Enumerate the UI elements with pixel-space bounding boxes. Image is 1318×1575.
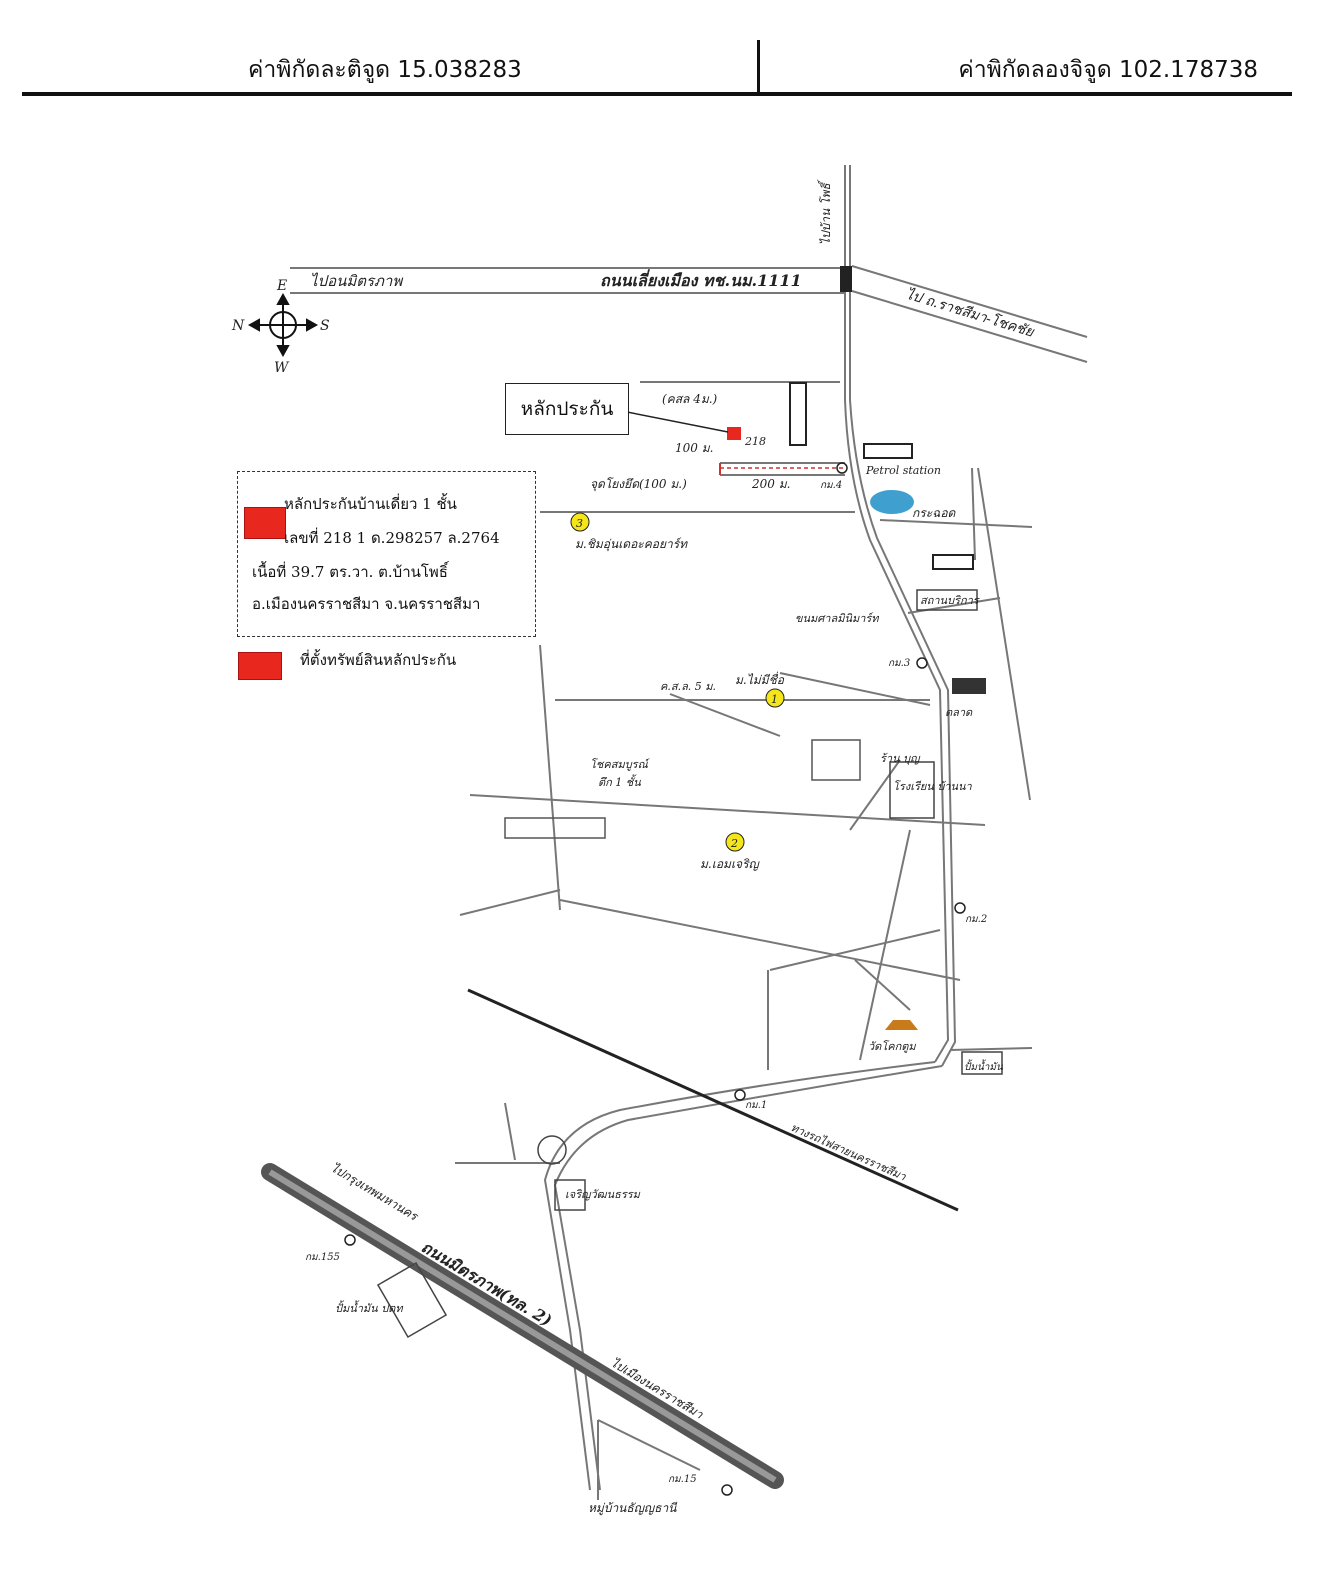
svg-text:2: 2	[730, 837, 738, 850]
label-pond: กระฉอด	[912, 506, 957, 520]
label-to-bantai: ไปบ้าน โพธิ์	[817, 179, 833, 245]
coordinates-header: ค่าพิกัดละติจูด 15.038283 ค่าพิกัดลองจิจ…	[0, 40, 1318, 96]
village-marker-3-top: 3	[570, 512, 590, 532]
legend-box: หลักประกันบ้านเดี่ยว 1 ชั้น เลขที่ 218 1…	[237, 471, 536, 637]
label-soi-5m: ค.ส.ล. 5 ม.	[660, 680, 716, 693]
building-icon	[811, 739, 861, 781]
label-village1: ม.ไม่มีชื่อ	[735, 671, 785, 687]
label-junction: เจริญวัฒนธรรม	[565, 1188, 641, 1201]
latitude-label: ค่าพิกัดละติจูด 15.038283	[248, 57, 522, 83]
gas-station-icon	[961, 1051, 1003, 1075]
compass-north: N	[231, 318, 245, 334]
svg-text:1: 1	[771, 693, 778, 706]
collateral-callout: หลักประกัน	[505, 383, 629, 435]
label-village-end: หมู่บ้านธัญญธานี	[588, 1501, 678, 1516]
collateral-pointer	[626, 411, 729, 433]
building-icon	[504, 817, 606, 839]
km-markers	[344, 462, 966, 1496]
label-petrol: Petrol station	[865, 464, 941, 477]
label-temple: วัดโคกตูม	[868, 1040, 916, 1053]
market-icon	[952, 678, 986, 694]
pond-icon	[870, 490, 914, 514]
legend-line-1: หลักประกันบ้านเดี่ยว 1 ชั้น	[284, 495, 457, 513]
mittraphap-highway	[261, 1163, 784, 1489]
village-marker-2: 2	[725, 832, 745, 852]
building-icon	[932, 554, 974, 570]
label-school: โรงเรียน บ้านนา	[893, 780, 973, 793]
legend-line-3: เนื้อที่ 39.7 ตร.วา. ต.บ้านโพธิ์	[252, 563, 448, 581]
ptt-station-icon	[376, 1261, 448, 1339]
junction-building-icon	[554, 1179, 586, 1211]
label-dist-200: 200 ม.	[751, 477, 790, 491]
label-village3-top: ม.ชิมอุ่นเดอะคอยาร์ท	[575, 537, 688, 552]
label-km155: กม.155	[305, 1252, 340, 1263]
label-resort: โชคสมบูรณ์	[590, 758, 651, 771]
compass-west: W	[274, 360, 290, 376]
header-rule	[22, 92, 1292, 96]
label-km1: กม.1	[745, 1100, 767, 1111]
label-soi-4m: (คสล 4ม.)	[662, 392, 718, 406]
label-house-1f: ตึก 1 ชั้น	[598, 774, 641, 789]
compass-rose	[247, 292, 319, 358]
label-gas: ปั้มน้ำมัน	[964, 1059, 1004, 1073]
longitude-label: ค่าพิกัดลองจิจูด 102.178738	[958, 57, 1258, 83]
legend-line-2: เลขที่ 218 1 ด.298257 ล.2764	[284, 529, 500, 547]
label-km2: กม.2	[965, 914, 987, 925]
compass-south: S	[320, 318, 330, 334]
shop-icon	[916, 589, 978, 611]
label-km15: กม.15	[668, 1474, 697, 1485]
temple-icon	[885, 1020, 918, 1030]
roundabout-icon	[537, 1135, 567, 1165]
petrol-station-icon	[863, 443, 913, 459]
village-marker-1: 1	[765, 688, 785, 708]
legend-line-5: ที่ตั้งทรัพย์สินหลักประกัน	[300, 651, 457, 669]
label-market: ตลาด	[945, 706, 973, 719]
label-km3: กม.3	[888, 658, 910, 669]
road-network	[290, 165, 1088, 1500]
collateral-marker	[727, 427, 741, 440]
legend-swatch-collateral	[244, 507, 286, 539]
label-pt-gas: ปั้มน้ำมัน ปตท	[335, 1300, 403, 1315]
label-shop: สถานบริการ	[920, 594, 981, 607]
svg-text:3: 3	[576, 517, 583, 530]
traffic-light-icon	[840, 266, 852, 292]
building-icon	[789, 382, 807, 446]
school-icon	[889, 761, 935, 819]
label-bakery: ขนมศาลมินิมาร์ท	[795, 612, 879, 625]
compass-east: E	[276, 278, 287, 294]
label-junction-100: จุดโยงยึด(100 ม.)	[590, 477, 687, 492]
label-km4: กม.4	[820, 480, 842, 491]
label-dist-100: 100 ม.	[675, 441, 713, 455]
legend-swatch-location	[238, 652, 282, 680]
railway-line	[467, 988, 959, 1212]
legend-line-4: อ.เมืองนครราชสีมา จ.นครราชสีมา	[252, 595, 481, 613]
label-shop2: ร้าน บุญ	[880, 752, 921, 765]
label-railway: ทางรถไฟสายนครราชสีมา	[789, 1121, 909, 1184]
label-village-ong: ม.เอมเจริญ	[700, 857, 761, 871]
label-ring-road: ถนนเลี่ยงเมือง ทช.นม.1111	[600, 269, 802, 290]
label-road-north: ไปอนมิตรภาพ	[310, 272, 403, 290]
header-divider	[757, 40, 760, 92]
label-house-no: 218	[744, 435, 766, 448]
